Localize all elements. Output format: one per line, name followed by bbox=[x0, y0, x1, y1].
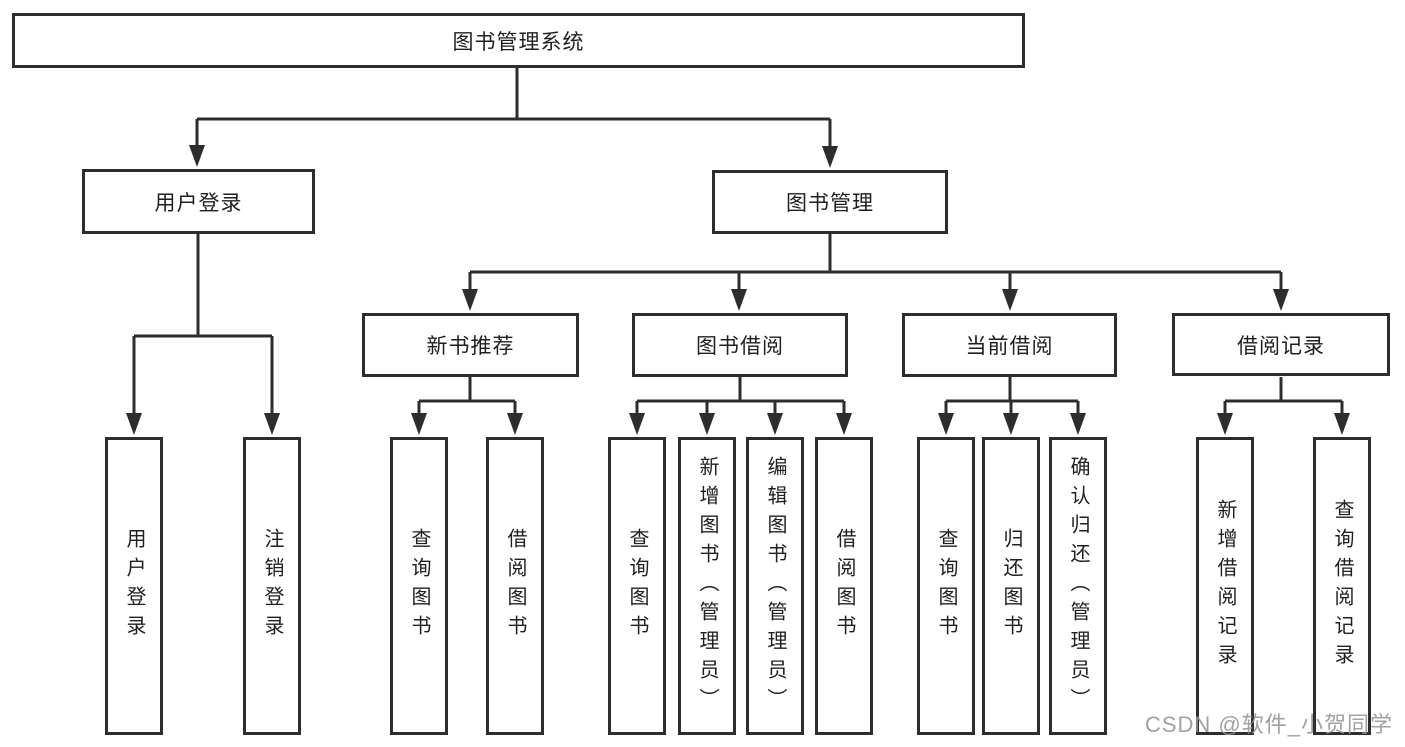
arrowheads bbox=[126, 145, 1350, 435]
leaf-label: 编辑图书（管理员） bbox=[764, 455, 786, 717]
node-label: 图书管理 bbox=[786, 192, 874, 215]
node-library-management-system: 图书管理系统 bbox=[12, 13, 1025, 68]
node-label: 图书管理系统 bbox=[452, 30, 585, 54]
node-book-borrowing: 图书借阅 bbox=[632, 313, 848, 377]
node-label: 用户登录 bbox=[154, 191, 243, 215]
csdn-watermark: CSDN @软件_小贺同学 bbox=[1144, 712, 1393, 737]
leaf-label: 确认归还（管理员） bbox=[1067, 455, 1089, 717]
node-label: 图书借阅 bbox=[696, 335, 784, 358]
node-user-login: 用户登录 bbox=[82, 169, 315, 234]
node-current-borrowing: 当前借阅 bbox=[902, 313, 1117, 377]
leaf-borrow-books: 借阅图书 bbox=[815, 437, 873, 735]
leaf-label: 借阅图书 bbox=[833, 528, 855, 644]
node-book-management: 图书管理 bbox=[712, 170, 948, 234]
leaf-label: 查询图书 bbox=[408, 528, 430, 644]
node-label: 新书推荐 bbox=[426, 335, 515, 358]
leaf-confirm-return-admin: 确认归还（管理员） bbox=[1049, 437, 1107, 735]
leaf-logout: 注销登录 bbox=[243, 437, 301, 735]
leaf-label: 新增图书（管理员） bbox=[696, 455, 718, 717]
node-new-book-recommendation: 新书推荐 bbox=[362, 313, 579, 377]
leaf-query-borrow-record: 查询借阅记录 bbox=[1313, 437, 1371, 735]
leaf-add-borrow-record: 新增借阅记录 bbox=[1196, 437, 1254, 735]
leaf-label: 查询图书 bbox=[935, 528, 957, 644]
leaf-label: 归还图书 bbox=[1000, 528, 1022, 644]
leaf-label: 新增借阅记录 bbox=[1214, 499, 1236, 673]
node-borrowing-records: 借阅记录 bbox=[1172, 313, 1390, 376]
leaf-label: 借阅图书 bbox=[504, 528, 526, 644]
leaf-user-login: 用户登录 bbox=[105, 437, 163, 735]
node-label: 当前借阅 bbox=[965, 335, 1054, 358]
leaf-borrow-books-recommend: 借阅图书 bbox=[486, 437, 544, 735]
leaf-label: 用户登录 bbox=[123, 528, 145, 644]
leaf-query-books-current: 查询图书 bbox=[917, 437, 975, 735]
leaf-label: 查询图书 bbox=[626, 528, 648, 644]
leaf-add-books-admin: 新增图书（管理员） bbox=[678, 437, 736, 735]
leaf-query-books-recommend: 查询图书 bbox=[390, 437, 448, 735]
node-label: 借阅记录 bbox=[1237, 334, 1325, 358]
leaf-return-books: 归还图书 bbox=[982, 437, 1040, 735]
leaf-edit-books-admin: 编辑图书（管理员） bbox=[746, 437, 804, 735]
leaf-label: 查询借阅记录 bbox=[1331, 499, 1353, 673]
leaf-query-books-borrowing: 查询图书 bbox=[608, 437, 666, 735]
leaf-label: 注销登录 bbox=[261, 528, 283, 644]
